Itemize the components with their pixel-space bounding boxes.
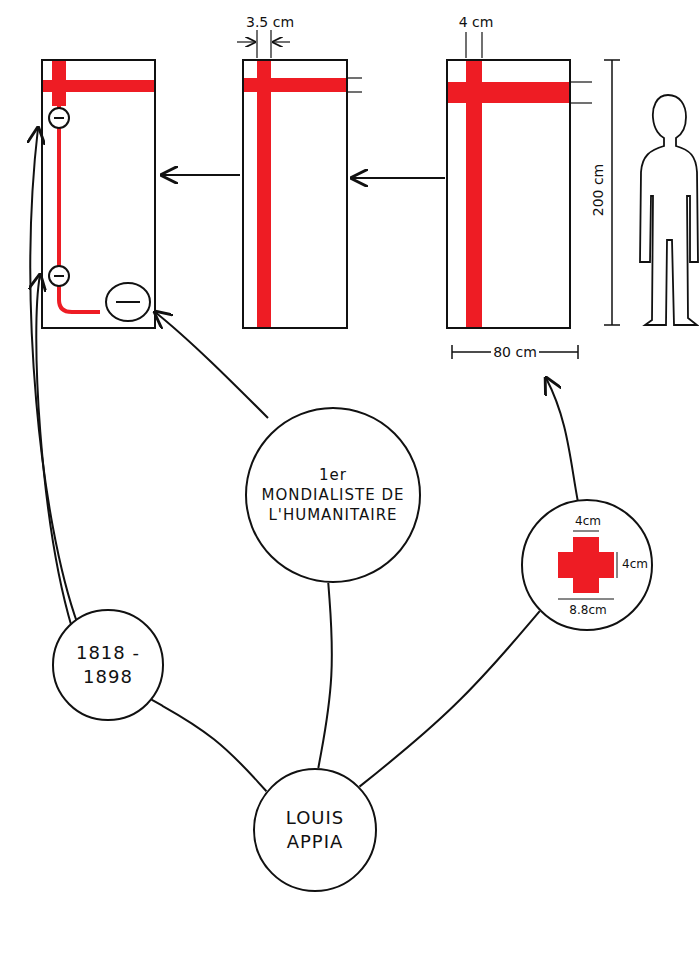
circle-text: 1er MONDIALISTE DE L'HUMANITAIRE [261,465,405,526]
dimension-text: 4cm [523,515,653,528]
connector-line [359,611,539,787]
dimension-label: 3.5 cm [244,14,296,30]
dimension-label: 200 cm [590,162,606,219]
topic-circle: 1818 - 1898 [52,609,163,720]
circle-text: 1818 - 1898 [67,641,149,690]
dimension-label: 80 cm [491,344,539,360]
cross-circle: 4cm 4cm 8.8cm [521,499,653,631]
connector-line [318,583,332,768]
dimension-text: 4cm [622,558,652,571]
circle-text: LOUIS APPIA [267,806,364,855]
dimension-text: 8.8cm [523,604,653,617]
topic-circle: 1er MONDIALISTE DE L'HUMANITAIRE [245,407,421,583]
connector-line [152,700,267,792]
dimension-label: 4 cm [457,14,496,30]
topic-circle: LOUIS APPIA [253,768,377,892]
flag-panel [42,60,155,328]
